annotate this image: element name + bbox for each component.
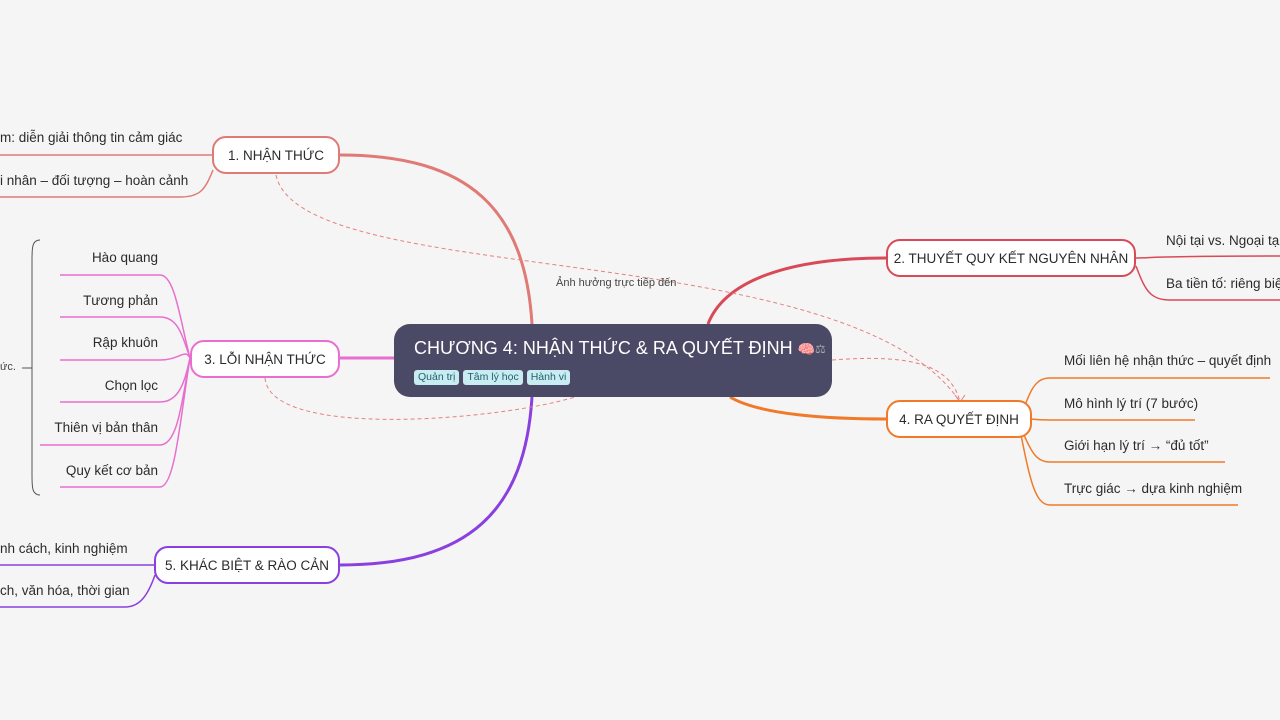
central-topic[interactable]: CHƯƠNG 4: NHẬN THỨC & RA QUYẾT ĐỊNH 🧠⚖ Q…	[394, 324, 832, 397]
main-topic-3[interactable]: 3. LỖI NHẬN THỨC	[190, 340, 340, 378]
relationship-label[interactable]: Ảnh hưởng trực tiếp đến	[556, 277, 677, 289]
relationship-line-2	[264, 377, 576, 420]
subtopic-3-5[interactable]: Thiên vị bản thân	[54, 420, 158, 435]
subtopic-3-3[interactable]: Rập khuôn	[92, 335, 158, 350]
connector-central-b5	[339, 396, 534, 567]
subtopic-2-1[interactable]: Nội tại vs. Ngoại tại	[1166, 233, 1280, 248]
subtopic-5-2[interactable]: ch, văn hóa, thời gian	[0, 583, 130, 598]
subtopic-3-2[interactable]: Tương phản	[83, 293, 158, 308]
subtopic-4-3[interactable]: Giới hạn lý trí → “đủ tốt”	[1064, 438, 1209, 453]
connector-central-b2	[706, 256, 887, 325]
subtopic-5-1[interactable]: nh cách, kinh nghiệm	[0, 541, 128, 556]
subtopic-2-2[interactable]: Ba tiền tố: riêng biệ	[1166, 276, 1280, 291]
balance-scale-icon: ⚖	[815, 342, 826, 357]
subtopic-3-4[interactable]: Chọn lọc	[104, 378, 158, 393]
main-topic-2-label: 2. THUYẾT QUY KẾT NGUYÊN NHÂN	[893, 250, 1129, 266]
central-topic-title: CHƯƠNG 4: NHẬN THỨC & RA QUYẾT ĐỊNH	[414, 338, 793, 358]
main-topic-4-label: 4. RA QUYẾT ĐỊNH	[899, 411, 1019, 427]
main-topic-5-label: 5. KHÁC BIỆT & RÀO CẢN	[164, 557, 330, 573]
subtopic-3-6[interactable]: Quy kết cơ bản	[65, 463, 158, 478]
subtopic-3-1[interactable]: Hào quang	[91, 250, 158, 265]
connector-central-b1	[339, 153, 534, 325]
main-topic-1[interactable]: 1. NHẬN THỨC	[212, 136, 340, 174]
main-topic-2[interactable]: 2. THUYẾT QUY KẾT NGUYÊN NHÂN	[886, 239, 1136, 277]
main-topic-3-label: 3. LỖI NHẬN THỨC	[204, 351, 326, 367]
subtopic-1-2[interactable]: i nhân – đối tượng – hoàn cảnh	[0, 173, 189, 188]
subtopic-4-2[interactable]: Mô hình lý trí (7 bước)	[1064, 396, 1199, 411]
relationship-line-3	[831, 357, 961, 403]
subtopic-4-1[interactable]: Mối liên hệ nhận thức – quyết định	[1064, 353, 1272, 368]
main-topic-1-label: 1. NHẬN THỨC	[227, 147, 325, 163]
topic-labels: Quản trị Tâm lý học Hành vi	[414, 370, 832, 386]
subtopic-1-1[interactable]: m: diễn giải thông tin cảm giác	[0, 130, 183, 145]
main-topic-5[interactable]: 5. KHÁC BIỆT & RÀO CẢN	[154, 546, 340, 584]
label-tag[interactable]: Hành vi	[526, 370, 571, 386]
label-tag[interactable]: Quản trị	[414, 370, 460, 386]
summary-label[interactable]: ức.	[0, 361, 16, 373]
main-topic-4[interactable]: 4. RA QUYẾT ĐỊNH	[886, 400, 1032, 438]
central-topic-title-row: CHƯƠNG 4: NHẬN THỨC & RA QUYẾT ĐỊNH 🧠⚖	[414, 336, 832, 361]
subtopic-4-4[interactable]: Trực giác → dựa kinh nghiệm	[1064, 481, 1243, 496]
connector-central-b4	[729, 395, 887, 421]
relationship-line-1	[275, 174, 961, 403]
label-tag[interactable]: Tâm lý học	[463, 370, 523, 386]
brain-icon: 🧠	[797, 341, 816, 358]
